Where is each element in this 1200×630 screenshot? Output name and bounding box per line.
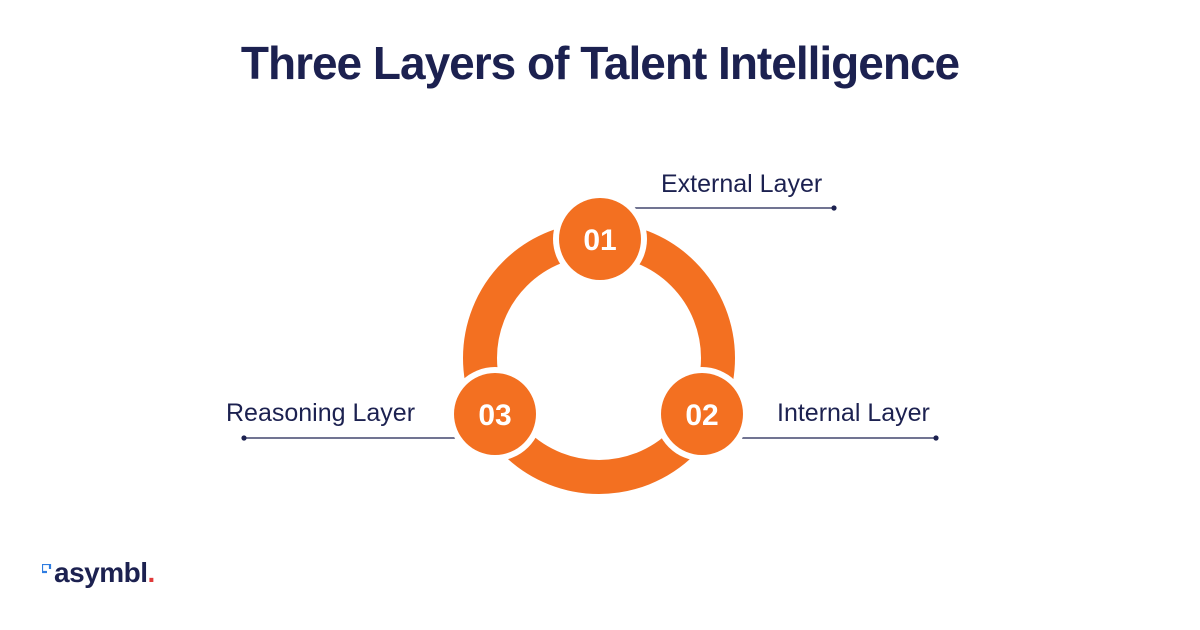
layer-number-02: 02 — [685, 399, 718, 432]
logo-dot: . — [147, 557, 156, 588]
layer-label-reasoning: Reasoning Layer — [226, 399, 416, 427]
connector-internal — [742, 435, 939, 441]
logo-mark-icon — [40, 562, 54, 576]
diagram-title: Three Layers of Talent Intelligence — [240, 37, 960, 89]
layer-node-02: 02 — [655, 367, 749, 461]
layer-node-03: 03 — [448, 367, 542, 461]
layer-number-03: 03 — [478, 399, 511, 432]
layer-label-internal: Internal Layer — [777, 399, 930, 427]
connector-reasoning — [241, 435, 456, 441]
layer-node-01: 01 — [553, 192, 647, 286]
layer-label-external: External Layer — [661, 170, 823, 198]
logo-text: asymbl — [54, 557, 148, 588]
connector-external — [633, 205, 837, 211]
layer-number-01: 01 — [583, 224, 616, 257]
asymbl-logo: asymbl . — [40, 557, 156, 592]
